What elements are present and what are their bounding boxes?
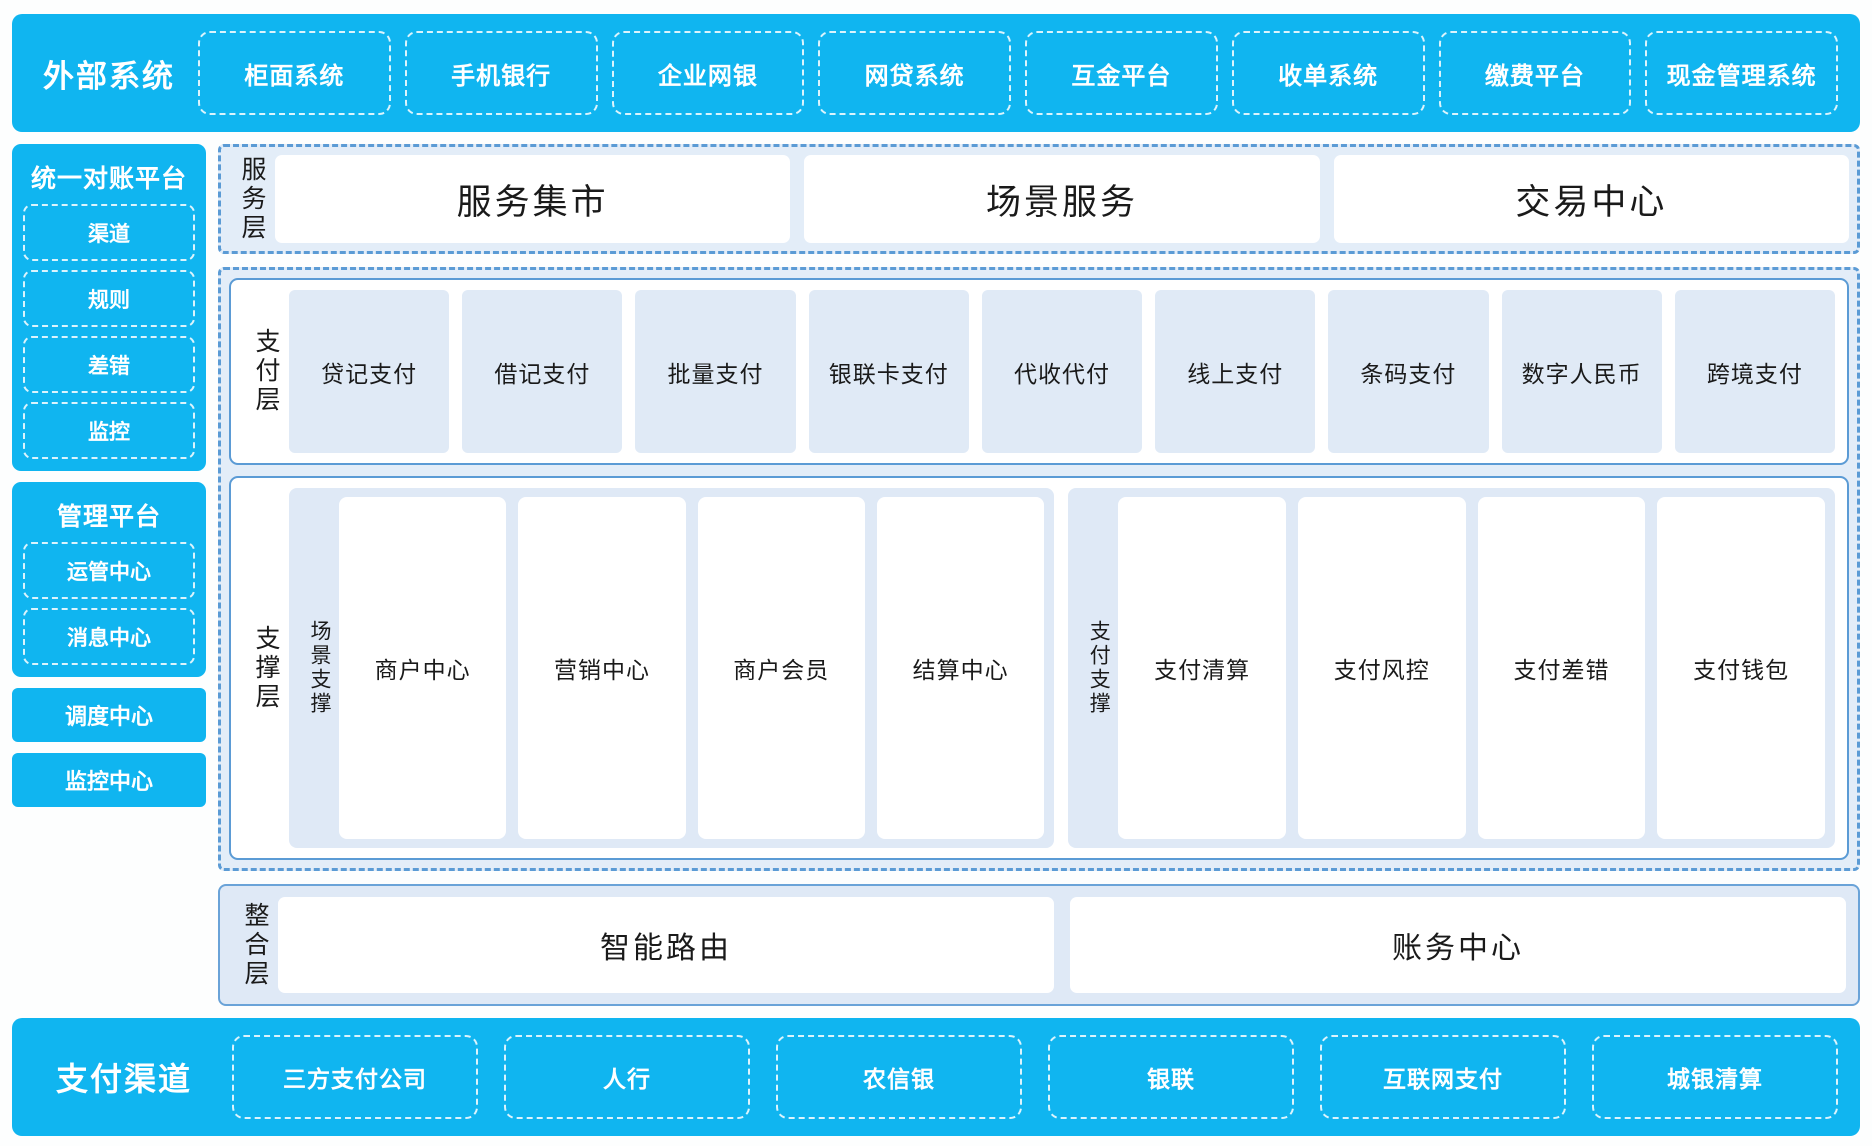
support-card-payment-wallet[interactable]: 支付钱包 xyxy=(1657,497,1826,839)
external-system-chip[interactable]: 缴费平台 xyxy=(1438,31,1632,115)
payment-card-debit[interactable]: 借记支付 xyxy=(462,290,623,453)
layers-stack: 服务层 服务集市 场景服务 交易中心 支付层 贷记支付 借记支付 批量 xyxy=(218,144,1860,1006)
integration-layer-cards: 智能路由 账务中心 xyxy=(278,897,1846,993)
support-layer-label: 支撑层 xyxy=(252,624,280,712)
payment-channel-chip[interactable]: 人行 xyxy=(504,1035,750,1119)
external-system-chip[interactable]: 收单系统 xyxy=(1231,31,1425,115)
service-layer-label: 服务层 xyxy=(238,155,266,243)
monitoring-center-card[interactable]: 监控中心 xyxy=(12,753,206,807)
external-systems-title: 外部系统 xyxy=(43,58,175,94)
support-card-payment-risk[interactable]: 支付风控 xyxy=(1297,497,1466,839)
core-layers-group: 支付层 贷记支付 借记支付 批量支付 银联卡支付 代收代付 线上支付 条码支付 … xyxy=(218,267,1860,871)
management-item-operations[interactable]: 运管中心 xyxy=(23,542,195,599)
left-rail: 统一对账平台 渠道 规则 差错 监控 管理平台 运管中心 消息中心 调度中心 监… xyxy=(12,144,206,1006)
support-card-payment-error[interactable]: 支付差错 xyxy=(1477,497,1646,839)
support-card-merchant-member[interactable]: 商户会员 xyxy=(697,497,865,839)
external-system-chip[interactable]: 互金平台 xyxy=(1025,31,1218,115)
service-card-transaction[interactable]: 交易中心 xyxy=(1333,155,1849,243)
payment-channels-banner: 支付渠道 三方支付公司 人行 农信银 银联 互联网支付 城银清算 xyxy=(12,1018,1860,1136)
external-system-chip[interactable]: 手机银行 xyxy=(404,31,598,115)
support-group-scenario: 场景支撑 商户中心 营销中心 商户会员 结算中心 xyxy=(289,488,1055,848)
service-card-marketplace[interactable]: 服务集市 xyxy=(275,155,791,243)
payment-layer-cards: 贷记支付 借记支付 批量支付 银联卡支付 代收代付 线上支付 条码支付 数字人民… xyxy=(289,290,1835,453)
reconciliation-platform-title: 统一对账平台 xyxy=(30,165,187,193)
payment-channel-chip[interactable]: 银联 xyxy=(1048,1035,1294,1119)
support-payment-cards: 支付清算 支付风控 支付差错 支付钱包 xyxy=(1118,497,1826,839)
service-layer-cards: 服务集市 场景服务 交易中心 xyxy=(275,155,1849,243)
external-systems-list: 柜面系统 手机银行 企业网银 网贷系统 互金平台 收单系统 缴费平台 现金管理系… xyxy=(198,31,1838,115)
management-platform-card: 管理平台 运管中心 消息中心 xyxy=(12,482,206,677)
support-group-scenario-label: 场景支撑 xyxy=(308,620,331,716)
external-system-chip[interactable]: 现金管理系统 xyxy=(1645,31,1838,115)
support-group-payment: 支付支撑 支付清算 支付风控 支付差错 支付钱包 xyxy=(1068,488,1835,848)
management-platform-title: 管理平台 xyxy=(56,503,161,531)
payment-layer-label: 支付层 xyxy=(252,328,280,415)
payment-card-unionpay[interactable]: 银联卡支付 xyxy=(808,290,969,453)
payment-card-digital-rmb[interactable]: 数字人民币 xyxy=(1501,290,1662,453)
support-layer-panel: 支撑层 场景支撑 商户中心 营销中心 商户会员 结算中心 xyxy=(229,476,1849,860)
external-system-chip[interactable]: 网贷系统 xyxy=(818,31,1011,115)
management-item-message[interactable]: 消息中心 xyxy=(23,608,195,665)
scheduling-center-card[interactable]: 调度中心 xyxy=(12,688,206,742)
service-layer-group: 服务层 服务集市 场景服务 交易中心 xyxy=(218,144,1860,254)
payment-channel-chip[interactable]: 互联网支付 xyxy=(1320,1035,1566,1119)
payment-channel-chip[interactable]: 城银清算 xyxy=(1592,1035,1838,1119)
payment-card-barcode[interactable]: 条码支付 xyxy=(1328,290,1489,453)
support-group-payment-label: 支付支撑 xyxy=(1087,620,1111,716)
payment-card-collection[interactable]: 代收代付 xyxy=(981,290,1143,453)
integration-layer-panel: 整合层 智能路由 账务中心 xyxy=(218,884,1860,1006)
payment-card-online[interactable]: 线上支付 xyxy=(1155,290,1316,453)
reconciliation-item-error[interactable]: 差错 xyxy=(23,336,195,393)
service-card-scenario[interactable]: 场景服务 xyxy=(804,155,1320,243)
payment-card-batch[interactable]: 批量支付 xyxy=(635,290,796,453)
payment-channels-list: 三方支付公司 人行 农信银 银联 互联网支付 城银清算 xyxy=(232,1035,1838,1119)
external-system-chip[interactable]: 企业网银 xyxy=(611,31,805,115)
payment-card-crossborder[interactable]: 跨境支付 xyxy=(1674,290,1835,453)
payment-channel-chip[interactable]: 农信银 xyxy=(776,1035,1022,1119)
integration-card-accounting-center[interactable]: 账务中心 xyxy=(1070,897,1846,993)
support-card-marketing-center[interactable]: 营销中心 xyxy=(518,497,686,839)
payment-channel-chip[interactable]: 三方支付公司 xyxy=(232,1035,478,1119)
external-systems-banner: 外部系统 柜面系统 手机银行 企业网银 网贷系统 互金平台 收单系统 缴费平台 … xyxy=(12,14,1860,132)
integration-card-smart-routing[interactable]: 智能路由 xyxy=(278,897,1054,993)
support-card-merchant-center[interactable]: 商户中心 xyxy=(339,497,507,839)
support-card-settlement-center[interactable]: 结算中心 xyxy=(876,497,1045,839)
payment-channels-title: 支付渠道 xyxy=(55,1061,192,1097)
reconciliation-item-channel[interactable]: 渠道 xyxy=(23,204,195,261)
support-card-payment-clearing[interactable]: 支付清算 xyxy=(1118,497,1286,839)
reconciliation-item-monitor[interactable]: 监控 xyxy=(23,402,195,459)
payment-card-credit[interactable]: 贷记支付 xyxy=(289,290,450,453)
payment-layer-panel: 支付层 贷记支付 借记支付 批量支付 银联卡支付 代收代付 线上支付 条码支付 … xyxy=(229,278,1849,465)
external-system-chip[interactable]: 柜面系统 xyxy=(198,31,391,115)
support-scenario-cards: 商户中心 营销中心 商户会员 结算中心 xyxy=(339,497,1045,839)
integration-layer-label: 整合层 xyxy=(241,901,269,989)
reconciliation-platform-card: 统一对账平台 渠道 规则 差错 监控 xyxy=(12,144,206,471)
reconciliation-item-rule[interactable]: 规则 xyxy=(23,270,195,327)
middle-region: 统一对账平台 渠道 规则 差错 监控 管理平台 运管中心 消息中心 调度中心 监… xyxy=(12,144,1860,1006)
support-layer-groups: 场景支撑 商户中心 营销中心 商户会员 结算中心 支付支撑 支付清算 xyxy=(289,488,1835,848)
